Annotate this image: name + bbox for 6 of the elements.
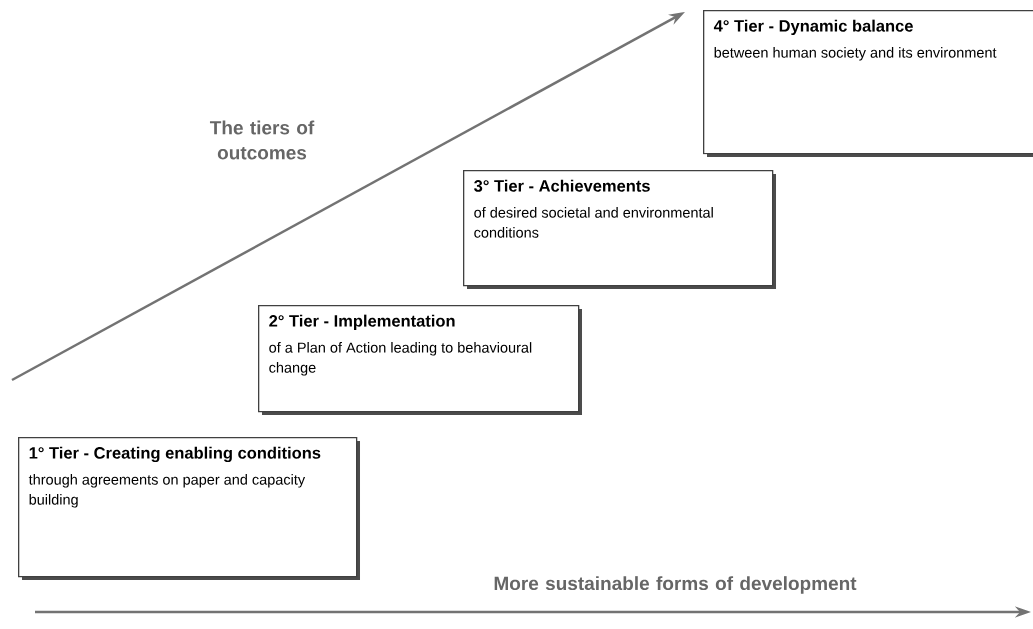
tier-box: 4° Tier - Dynamic balance between human society and its environment (703, 10, 1033, 157)
axis-label: More sustainable forms of development (494, 576, 857, 594)
axis-label: The tiers of outcomes (209, 120, 315, 160)
tier-box: 3° Tier - Achievements of desired societal and environmental conditions (463, 170, 776, 289)
tier-box: 2° Tier - Implementation of a Plan of Action leading to behavioural change (258, 305, 582, 415)
tier-box: 1° Tier - Creating enabling conditions through agreements on paper and capacity building (18, 437, 360, 580)
